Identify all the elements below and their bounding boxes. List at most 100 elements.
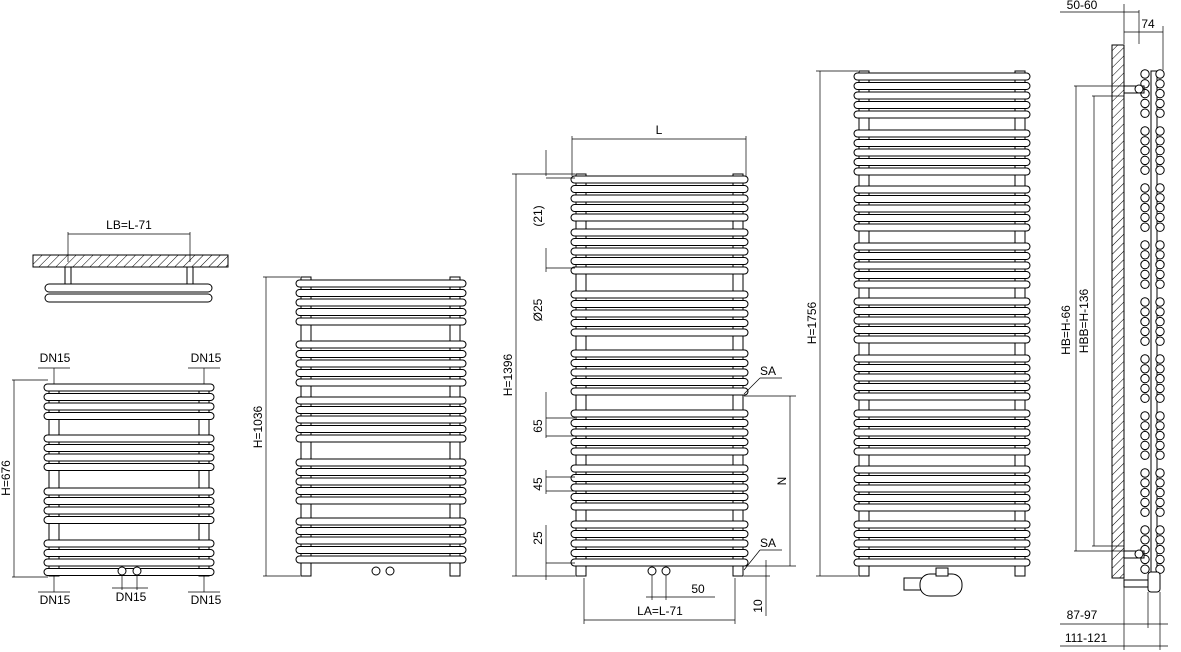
heating-tube bbox=[853, 167, 1031, 176]
heating-tube bbox=[295, 546, 467, 554]
heating-tube bbox=[853, 261, 1031, 270]
heating-tube bbox=[853, 558, 1031, 567]
tube-section bbox=[1155, 554, 1165, 565]
heating-tube bbox=[570, 493, 749, 501]
tube-section bbox=[1155, 108, 1165, 118]
tube-section bbox=[1140, 165, 1150, 175]
heating-tube bbox=[43, 463, 215, 471]
tube-section bbox=[1155, 307, 1165, 317]
tube-section bbox=[1155, 430, 1165, 441]
heating-tube bbox=[570, 419, 749, 427]
tube-section bbox=[1155, 336, 1165, 346]
heating-tube bbox=[853, 204, 1031, 213]
label-65: 65 bbox=[531, 419, 545, 433]
tube-section bbox=[1140, 98, 1150, 109]
tube-section bbox=[1155, 269, 1165, 280]
heating-tube bbox=[43, 412, 215, 420]
heating-tube bbox=[295, 378, 467, 387]
heating-tube bbox=[570, 409, 749, 418]
tube-section bbox=[1155, 468, 1165, 478]
tube-section bbox=[1140, 240, 1150, 250]
side-tube-circles bbox=[1140, 69, 1165, 574]
tube-top-view-1 bbox=[44, 283, 213, 293]
tube-section bbox=[1155, 155, 1165, 166]
valve-right bbox=[661, 566, 671, 576]
tube-section bbox=[1140, 507, 1150, 517]
heating-tube bbox=[295, 289, 467, 297]
heating-tube bbox=[570, 464, 749, 473]
tube-section bbox=[1140, 411, 1150, 421]
heating-tube bbox=[570, 328, 749, 337]
heating-tube bbox=[570, 558, 749, 567]
heating-tube bbox=[853, 335, 1031, 344]
bracket-right bbox=[186, 266, 194, 285]
tube-section bbox=[1140, 259, 1150, 270]
tube-section bbox=[1140, 373, 1150, 384]
heating-tube bbox=[570, 428, 749, 437]
tube-section bbox=[1155, 411, 1165, 421]
tube-section bbox=[1140, 126, 1150, 136]
tube-section bbox=[1155, 79, 1165, 89]
tube-section bbox=[1155, 525, 1165, 535]
tube-section bbox=[1140, 155, 1150, 166]
valve-left bbox=[647, 566, 657, 576]
tube-section bbox=[1140, 383, 1150, 394]
label-111-121: 111-121 bbox=[1065, 631, 1108, 645]
tube-section bbox=[1155, 88, 1165, 99]
heating-tube bbox=[853, 195, 1031, 203]
valve-right bbox=[132, 566, 142, 576]
heating-tube bbox=[570, 213, 749, 222]
tube-section bbox=[1155, 98, 1165, 109]
tube-section bbox=[1140, 430, 1150, 441]
side-view: 50-60 74 HB=H-66 HBB=H-136 87-97 111-121 bbox=[1059, 0, 1168, 650]
tube-section bbox=[1155, 126, 1165, 136]
tube-section bbox=[1140, 478, 1150, 488]
heating-tube bbox=[853, 242, 1031, 251]
label-d25: Ø25 bbox=[531, 298, 545, 321]
tube-section bbox=[1140, 336, 1150, 346]
label-sa-bottom: SA bbox=[760, 536, 776, 550]
tube-section bbox=[1155, 478, 1165, 488]
heating-tube bbox=[570, 474, 749, 482]
thermostatic-valve-icon bbox=[903, 567, 963, 597]
heating-tube bbox=[295, 359, 467, 368]
valve-right bbox=[385, 566, 395, 576]
tube-section bbox=[1140, 487, 1150, 498]
label-lb: LB=L-71 bbox=[106, 218, 152, 232]
heating-tube bbox=[295, 517, 467, 526]
heating-tube bbox=[570, 238, 749, 246]
heating-tube bbox=[570, 368, 749, 377]
tubes-tall bbox=[853, 72, 1031, 567]
tube-section bbox=[1155, 450, 1165, 460]
label-50-60: 50-60 bbox=[1067, 0, 1098, 12]
label-10: 10 bbox=[751, 599, 765, 613]
heating-tube bbox=[43, 506, 215, 515]
tube-section bbox=[1140, 250, 1150, 260]
tube-section bbox=[1140, 212, 1150, 223]
wall-hatch-side bbox=[1111, 44, 1125, 579]
tube-section bbox=[1140, 222, 1150, 232]
tube-section bbox=[1155, 212, 1165, 223]
label-h1396: H=1396 bbox=[501, 353, 515, 396]
heating-tube bbox=[295, 496, 467, 505]
tube-section bbox=[1155, 297, 1165, 307]
tube-section bbox=[1155, 373, 1165, 384]
heating-tube bbox=[853, 419, 1031, 427]
tube-section bbox=[1140, 297, 1150, 307]
heating-tube bbox=[853, 72, 1031, 81]
tubes-large bbox=[570, 175, 749, 567]
tube-section bbox=[1155, 202, 1165, 213]
heating-tube bbox=[295, 434, 467, 443]
heating-tube bbox=[853, 223, 1031, 232]
heating-tube bbox=[43, 487, 215, 496]
heating-tube bbox=[853, 148, 1031, 157]
heating-tube bbox=[570, 539, 749, 548]
tube-section bbox=[1155, 487, 1165, 498]
tube-section bbox=[1140, 421, 1150, 431]
heating-tube bbox=[853, 326, 1031, 334]
bracket-bottom-screw bbox=[1134, 549, 1144, 559]
heating-tube bbox=[295, 487, 467, 495]
tube-section bbox=[1155, 240, 1165, 250]
heating-tube bbox=[570, 387, 749, 396]
